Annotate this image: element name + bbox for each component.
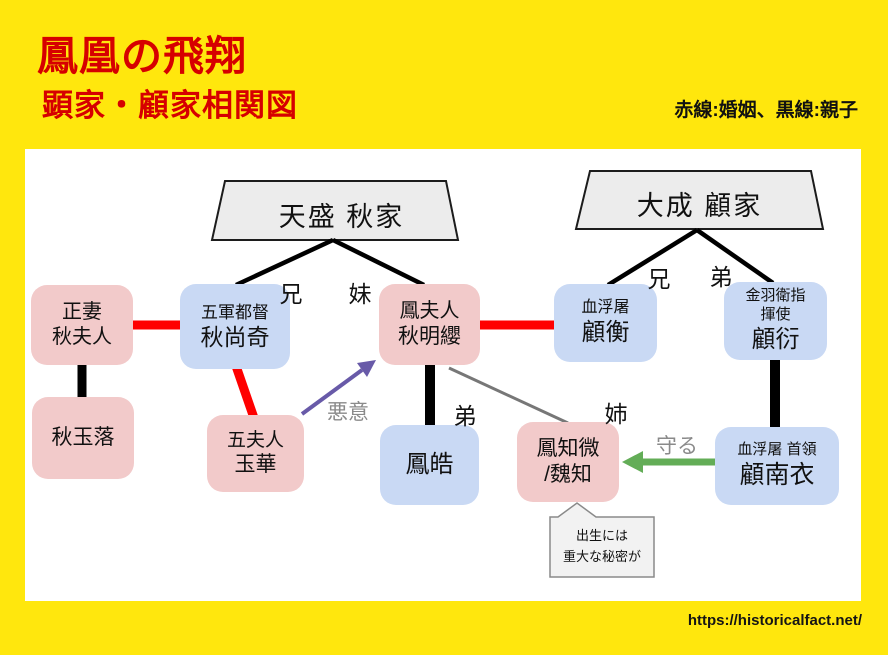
tree-line-aki-right bbox=[332, 237, 425, 288]
node-name: 顧衡 bbox=[581, 319, 630, 346]
node-role-line1: 金羽衛指 bbox=[745, 287, 806, 305]
family-trapezoid-gu bbox=[574, 170, 825, 230]
tree-line-gu-left bbox=[606, 228, 699, 287]
callout-line1: 出生には bbox=[575, 528, 628, 543]
label-hokou-younger-brother: 弟 bbox=[453, 403, 477, 429]
label-aki-sister: 妹 bbox=[348, 281, 372, 307]
legend-note: 赤線:婚姻、黒線:親子 bbox=[674, 100, 858, 121]
node-aki-shoki: 五軍都督 秋尚奇 bbox=[180, 284, 290, 369]
node-name: 顧南衣 bbox=[739, 460, 815, 489]
node-name: 秋明纓 bbox=[398, 324, 461, 348]
callout-bubble bbox=[549, 502, 655, 578]
node-name: 鳳知微 bbox=[536, 436, 600, 460]
node-name: 鳳皓 bbox=[405, 451, 454, 478]
family-label-gu: 大成 顧家 bbox=[636, 191, 763, 221]
protect-arrow-head bbox=[622, 451, 643, 473]
page-subtitle: 顕家・顧家相関図 bbox=[42, 88, 298, 123]
tree-line-gu-right bbox=[695, 228, 775, 285]
label-gu-younger-brother: 弟 bbox=[709, 264, 733, 290]
node-ko-kou: 血浮屠 顧衡 bbox=[554, 284, 657, 362]
label-gu-brother: 兄 bbox=[647, 266, 671, 292]
node-name: 秋玉落 bbox=[51, 425, 115, 449]
node-hokou: 鳳皓 bbox=[380, 425, 479, 505]
node-gyokuka: 五夫人 玉華 bbox=[207, 415, 304, 492]
node-ko-nan-i: 血浮屠 首領 顧南衣 bbox=[715, 427, 839, 505]
malice-arrow-head bbox=[357, 360, 376, 377]
node-role: 正妻 bbox=[62, 301, 102, 323]
label-aki-brother: 兄 bbox=[279, 281, 303, 307]
node-role: 鳳夫人 bbox=[399, 299, 460, 322]
node-name: 秋夫人 bbox=[52, 326, 112, 348]
node-name: 秋尚奇 bbox=[200, 323, 270, 350]
node-role-line2: 揮使 bbox=[760, 306, 791, 323]
node-role: 五夫人 bbox=[226, 429, 284, 451]
node-ko-en: 金羽衛指 揮使 顧衍 bbox=[724, 282, 827, 360]
node-aki-fujin: 正妻 秋夫人 bbox=[31, 285, 133, 365]
diagram-lines-layer bbox=[77, 170, 825, 578]
callout-text: 出生には 重大な秘密が bbox=[550, 526, 654, 568]
node-role: 血浮屠 首領 bbox=[737, 441, 817, 458]
node-role: 血浮屠 bbox=[581, 299, 630, 316]
node-aki-gyokuraku: 秋玉落 bbox=[32, 397, 134, 479]
node-hou-chibi: 鳳知微 /魏知 bbox=[517, 422, 619, 502]
family-label-aki: 天盛 秋家 bbox=[278, 202, 405, 232]
diagram-panel: 天盛 秋家 大成 顧家 正妻 秋夫人 五軍都督 秋尚奇 秋玉落 五夫人 玉華 鳳… bbox=[25, 149, 861, 601]
page-title: 鳳凰の飛翔 bbox=[37, 33, 247, 79]
tree-line-aki-left bbox=[235, 237, 334, 288]
callout-line2: 重大な秘密が bbox=[562, 548, 641, 564]
node-name: 顧衍 bbox=[751, 325, 800, 353]
label-protect: 守る bbox=[656, 435, 698, 458]
marriage-line-shoki-gyokuka bbox=[231, 364, 259, 420]
node-role: 五軍都督 bbox=[201, 302, 269, 322]
label-malice: 悪意 bbox=[327, 401, 369, 424]
website-url: https://historicalfact.net/ bbox=[687, 612, 862, 629]
node-alias: /魏知 bbox=[544, 463, 592, 486]
malice-arrow-line bbox=[300, 368, 364, 416]
node-aki-meiei: 鳳夫人 秋明纓 bbox=[379, 284, 480, 365]
sibling-line-meiei-chibi bbox=[448, 366, 569, 425]
family-trapezoid-aki bbox=[210, 180, 460, 241]
node-name: 玉華 bbox=[234, 453, 277, 477]
label-chibi-older-sister: 姉 bbox=[604, 401, 628, 427]
